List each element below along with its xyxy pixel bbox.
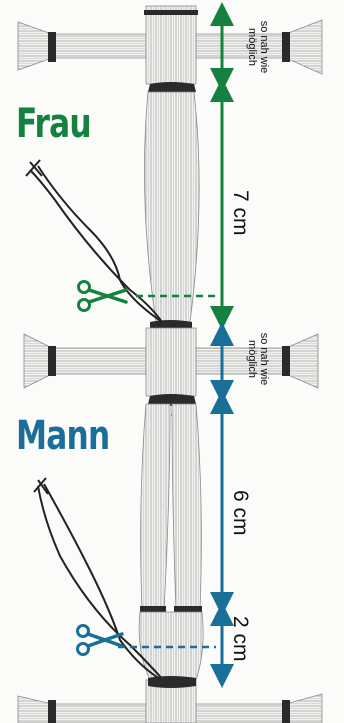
man-length-text: 6 cm [228,490,252,536]
man-right-leg [172,404,201,610]
woman-label: Frau [16,104,91,144]
man-left-leg [141,404,170,610]
scissors-icon [79,282,127,311]
man-left-wrist-tie [48,346,56,376]
man-right-wrist-tie [282,346,290,376]
man-arms [24,334,146,388]
man-bottom-length-text: 2 cm [228,616,252,662]
man-right-ankle-tie [174,606,202,612]
woman-yarn-bundle [18,6,322,332]
woman-top-tie [144,10,198,15]
man-head [146,328,196,396]
woman-left-wrist-tie [48,32,56,62]
top-gap-text: so nah wie möglich [246,10,270,84]
woman-arms [18,22,146,70]
woman-head [146,6,196,84]
woman-body [144,92,199,322]
man-yarn-bundle [18,328,322,723]
man-label: Mann [16,416,109,456]
bottom-top-tie [148,676,196,688]
man-left-ankle-tie [140,606,166,612]
middle-gap-text: so nah wie möglich [246,322,270,396]
woman-right-wrist-tie [282,32,290,62]
woman-length-text: 7 cm [228,190,252,236]
